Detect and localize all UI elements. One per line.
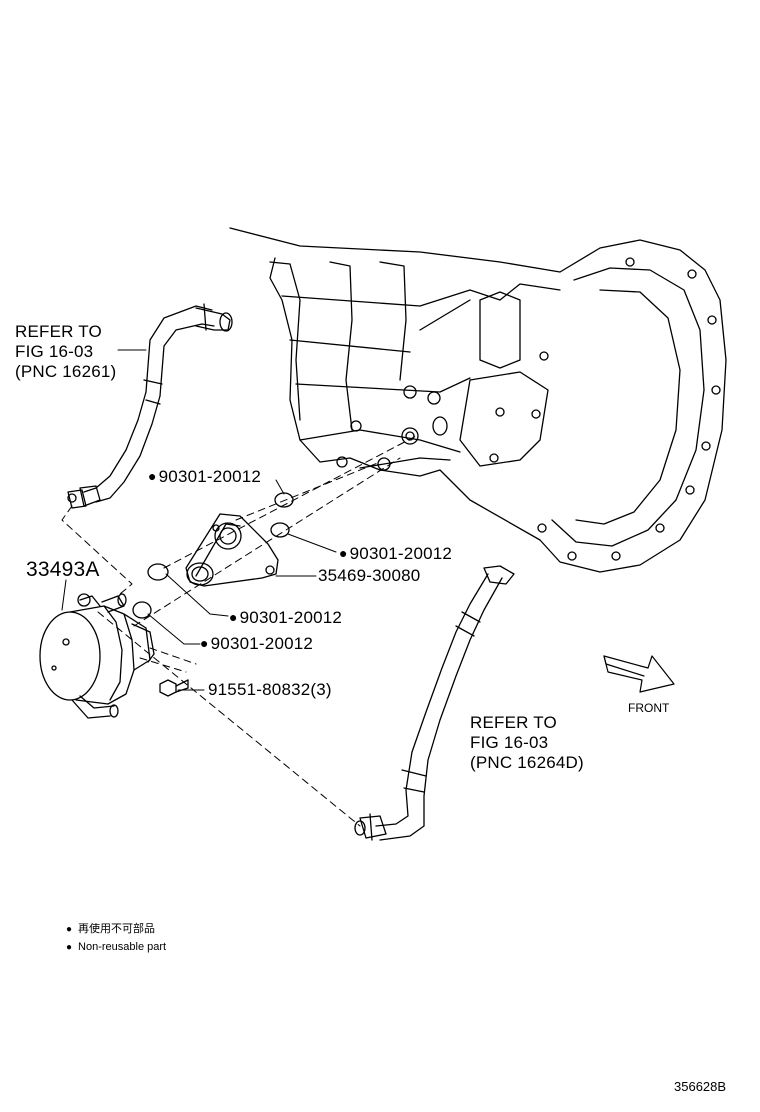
legend-bullet-icon: ● [66, 924, 73, 935]
cooler-bracket [185, 513, 279, 587]
upper-oil-hose [67, 303, 233, 509]
refer-top-line3: (PNC 16261) [15, 362, 117, 381]
part-number-bracket: 35469-30080 [318, 566, 421, 585]
part-number-bolt: 91551-80832(3) [208, 680, 332, 699]
label-leader-lines [61, 349, 337, 691]
figure-number: 356628B [674, 1079, 727, 1094]
part-number-oring-4: 90301-20012 [200, 634, 313, 654]
refer-bottom-line1: REFER TO [470, 713, 557, 732]
refer-bottom-line2: FIG 16-03 [470, 733, 549, 752]
legend-english-text: Non-reusable part [78, 941, 167, 953]
part-number-oring-3: 90301-20012 [229, 608, 342, 628]
refer-bottom-line3: (PNC 16264D) [470, 753, 584, 772]
transmission-housing [229, 227, 727, 573]
legend-japanese: ● 再使用不可部品 [66, 922, 155, 937]
o-rings [132, 492, 294, 619]
part-number-oring-2: 90301-20012 [339, 544, 452, 564]
legend-bullet-icon: ● [66, 942, 73, 953]
oil-cooler [39, 593, 155, 719]
front-arrow-icon [603, 655, 675, 693]
refer-top-line2: FIG 16-03 [15, 342, 94, 361]
lower-oil-hose [354, 565, 515, 841]
part-number-cooler: 33493A [26, 558, 100, 581]
part-number-oring-1: 90301-20012 [148, 467, 261, 487]
legend-english: ● Non-reusable part [66, 940, 166, 955]
legend-japanese-text: 再使用不可部品 [78, 923, 156, 935]
front-label: FRONT [628, 701, 670, 715]
refer-top-line1: REFER TO [15, 322, 102, 341]
assembly-leader-lines [61, 435, 417, 827]
